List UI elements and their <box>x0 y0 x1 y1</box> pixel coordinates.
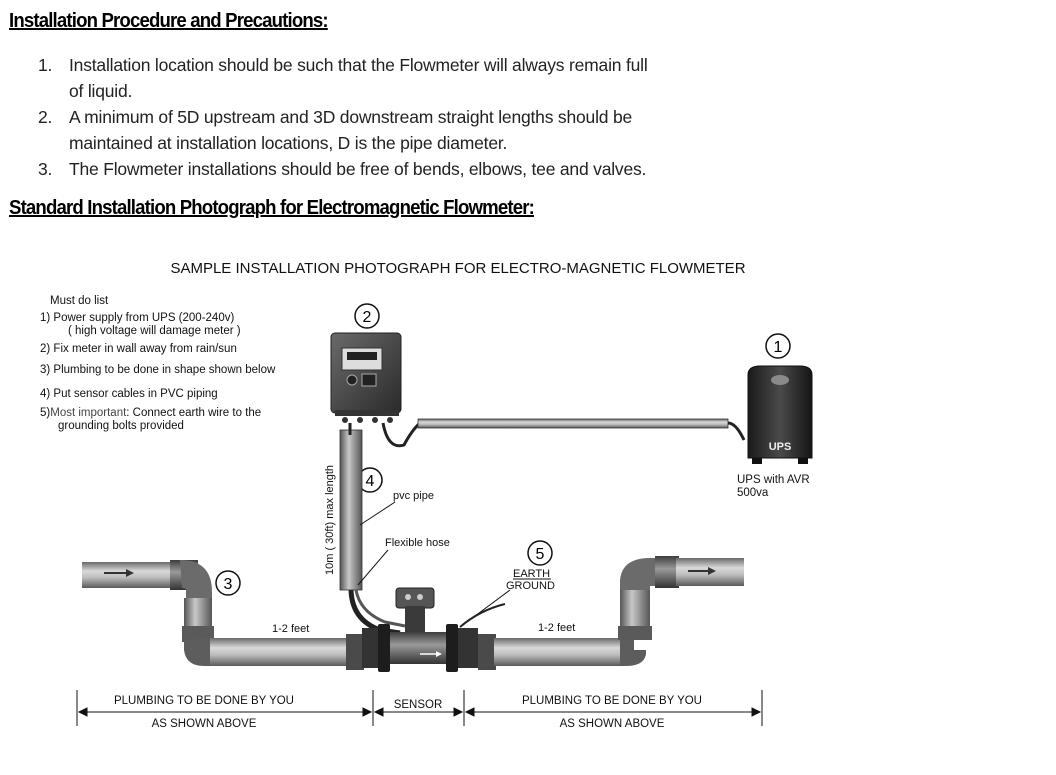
ups-unit: UPS <box>747 365 813 464</box>
must-do-item: 5)Most important: Connect earth wire to … <box>40 407 261 419</box>
item-number: 2. <box>38 107 53 127</box>
pvc-conduit <box>339 429 363 591</box>
svg-text:2: 2 <box>363 309 372 326</box>
photograph-heading: Standard Installation Photograph for Ele… <box>9 197 535 219</box>
flexible-hose-label: Flexible hose <box>385 537 450 549</box>
sensor-label: SENSOR <box>394 699 443 711</box>
max-length-label: 10m ( 30ft) max length <box>324 465 336 575</box>
right-plumbing-label: PLUMBING TO BE DONE BY YOU <box>522 695 702 707</box>
transmitter-box <box>330 332 402 423</box>
must-do-item: ( high voltage will damage meter ) <box>68 325 241 337</box>
left-plumbing-label: PLUMBING TO BE DONE BY YOU <box>114 695 294 707</box>
must-do-list: Must do list 1) Power supply from UPS (2… <box>40 295 276 432</box>
earth-ground-label: GROUND <box>506 580 555 592</box>
item-text-line: Installation location should be such tha… <box>69 55 648 75</box>
right-plumbing-label: AS SHOWN ABOVE <box>560 718 665 730</box>
right-length-label: 1-2 feet <box>538 622 575 634</box>
svg-text:4: 4 <box>366 473 375 490</box>
must-do-item: 4) Put sensor cables in PVC piping <box>40 388 218 400</box>
must-do-item: grounding bolts provided <box>58 420 184 432</box>
precautions-list: 1. Installation location should be such … <box>38 52 798 182</box>
precaution-item-1: 1. Installation location should be such … <box>38 52 798 104</box>
item-number: 1. <box>38 55 53 75</box>
item-number: 3. <box>38 159 53 179</box>
svg-text:3: 3 <box>224 576 233 593</box>
item-text-line: The Flowmeter installations should be fr… <box>69 159 647 179</box>
power-cable <box>381 421 728 448</box>
sensor <box>362 587 506 672</box>
must-do-title: Must do list <box>50 295 109 307</box>
installation-diagram: SAMPLE INSTALLATION PHOTOGRAPH FOR ELECT… <box>0 240 1056 770</box>
must-do-emphasis: Most important <box>50 407 127 419</box>
diagram-title: SAMPLE INSTALLATION PHOTOGRAPH FOR ELECT… <box>170 260 745 277</box>
left-length-label: 1-2 feet <box>272 623 309 635</box>
precaution-item-3: 3. The Flowmeter installations should be… <box>38 156 798 182</box>
callout-2: 2 <box>354 303 380 329</box>
left-plumbing-label: AS SHOWN ABOVE <box>152 718 257 730</box>
left-pipe <box>82 560 364 670</box>
callout-1: 1 <box>765 333 791 359</box>
must-do-prefix: 5) <box>40 407 50 419</box>
item-text-line: A minimum of 5D upstream and 3D downstre… <box>69 107 633 127</box>
must-do-item: 3) Plumbing to be done in shape shown be… <box>40 364 276 376</box>
ups-caption: UPS with AVR <box>737 474 810 486</box>
svg-text:5: 5 <box>536 546 545 563</box>
must-do-item: 1) Power supply from UPS (200-240v) <box>40 312 234 324</box>
item-text-line: maintained at installation locations, D … <box>69 133 508 153</box>
earth-ground-label: EARTH <box>513 568 550 580</box>
callout-5: 5 <box>527 540 553 566</box>
svg-text:1: 1 <box>774 339 783 356</box>
must-do-item: 2) Fix meter in wall away from rain/sun <box>40 343 237 355</box>
pvc-pipe-label: pvc pipe <box>393 490 434 502</box>
installation-heading: Installation Procedure and Precautions: <box>9 10 329 32</box>
precaution-item-2: 2. A minimum of 5D upstream and 3D downs… <box>38 104 798 156</box>
ups-caption: 500va <box>737 487 769 499</box>
item-text-line: of liquid. <box>69 81 133 101</box>
power-conduit <box>417 418 729 429</box>
svg-text:UPS: UPS <box>769 441 792 453</box>
callout-3: 3 <box>215 570 241 596</box>
right-pipe <box>478 556 744 670</box>
dimension-lines <box>76 690 763 726</box>
